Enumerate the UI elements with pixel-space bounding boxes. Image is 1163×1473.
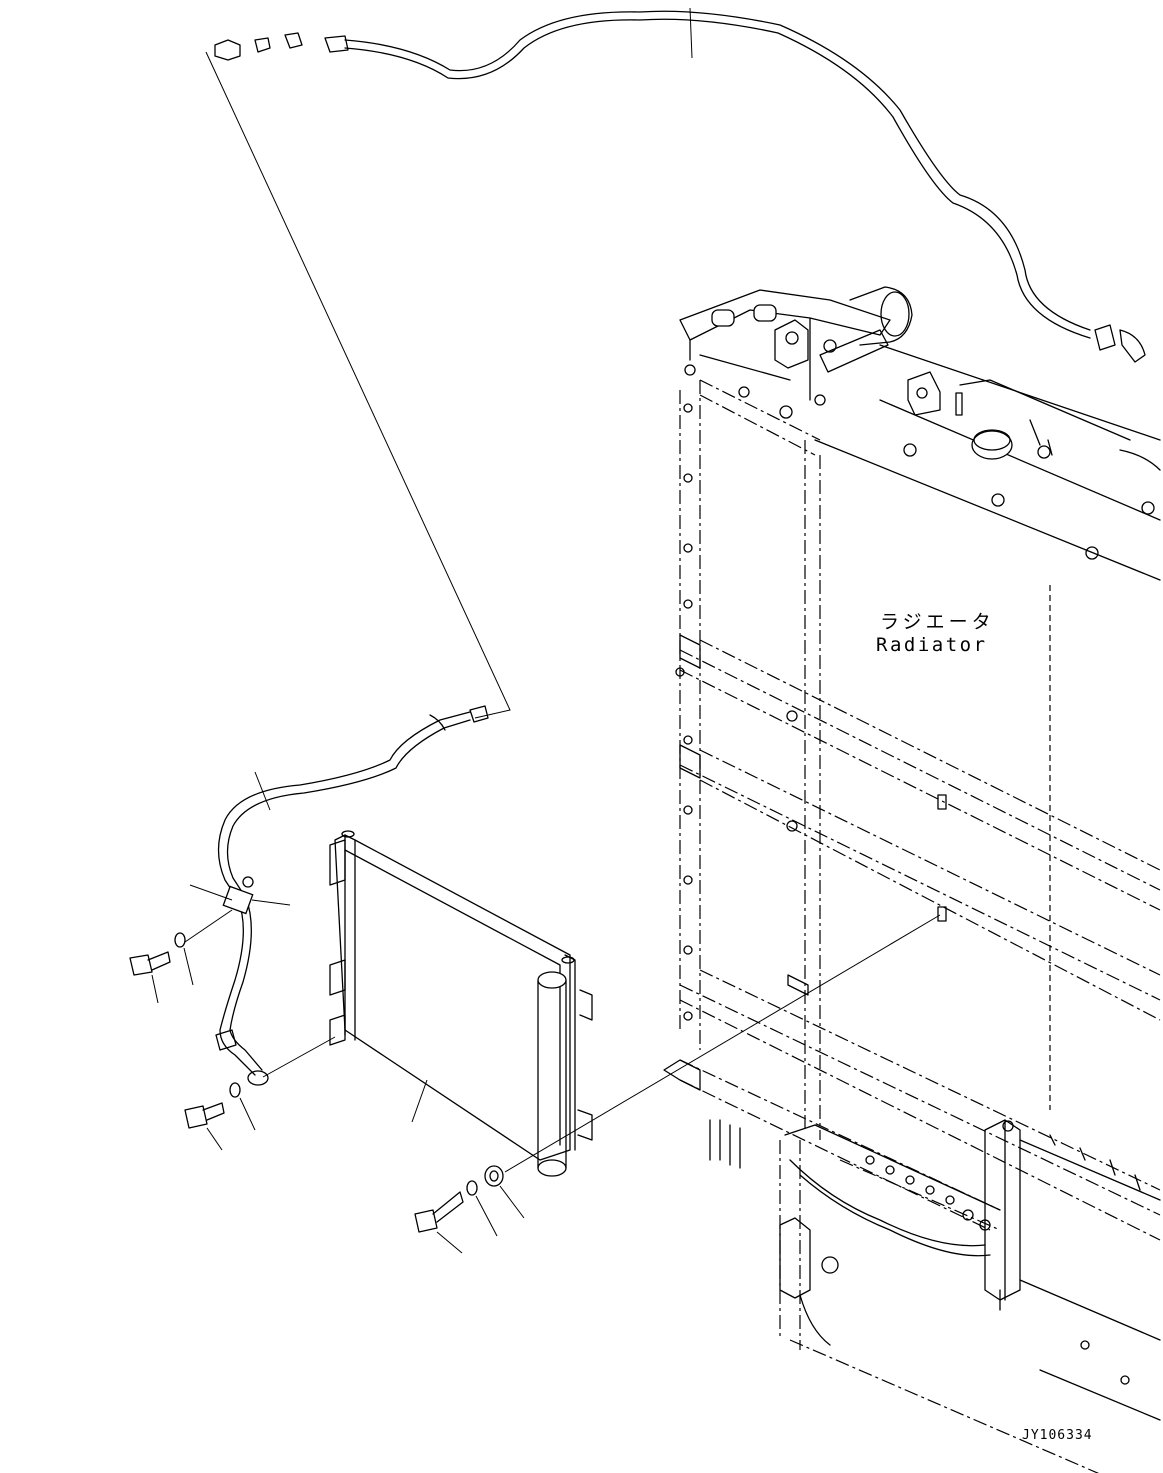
bottom-bolt-row [865, 1155, 991, 1231]
fastener-set-2 [184, 1082, 256, 1151]
leader-line-hose [205, 51, 511, 719]
drawing-number: JY106334 [1022, 1428, 1093, 1443]
upper-hose [214, 7, 1146, 363]
radiator-label-japanese: ラジエータ [880, 611, 995, 633]
leader-line-mount [504, 914, 941, 1173]
fastener-set-3 [414, 1165, 525, 1254]
condenser [329, 830, 593, 1177]
lower-hose [189, 705, 489, 1086]
fastener-set-1 [129, 932, 194, 1004]
leader-line-clamp [184, 909, 233, 943]
leader-line-condenser [262, 1036, 336, 1078]
radiator-label-english: Radiator [876, 634, 988, 656]
radiator-assembly [663, 286, 1161, 1473]
rail-holes [675, 403, 693, 1021]
